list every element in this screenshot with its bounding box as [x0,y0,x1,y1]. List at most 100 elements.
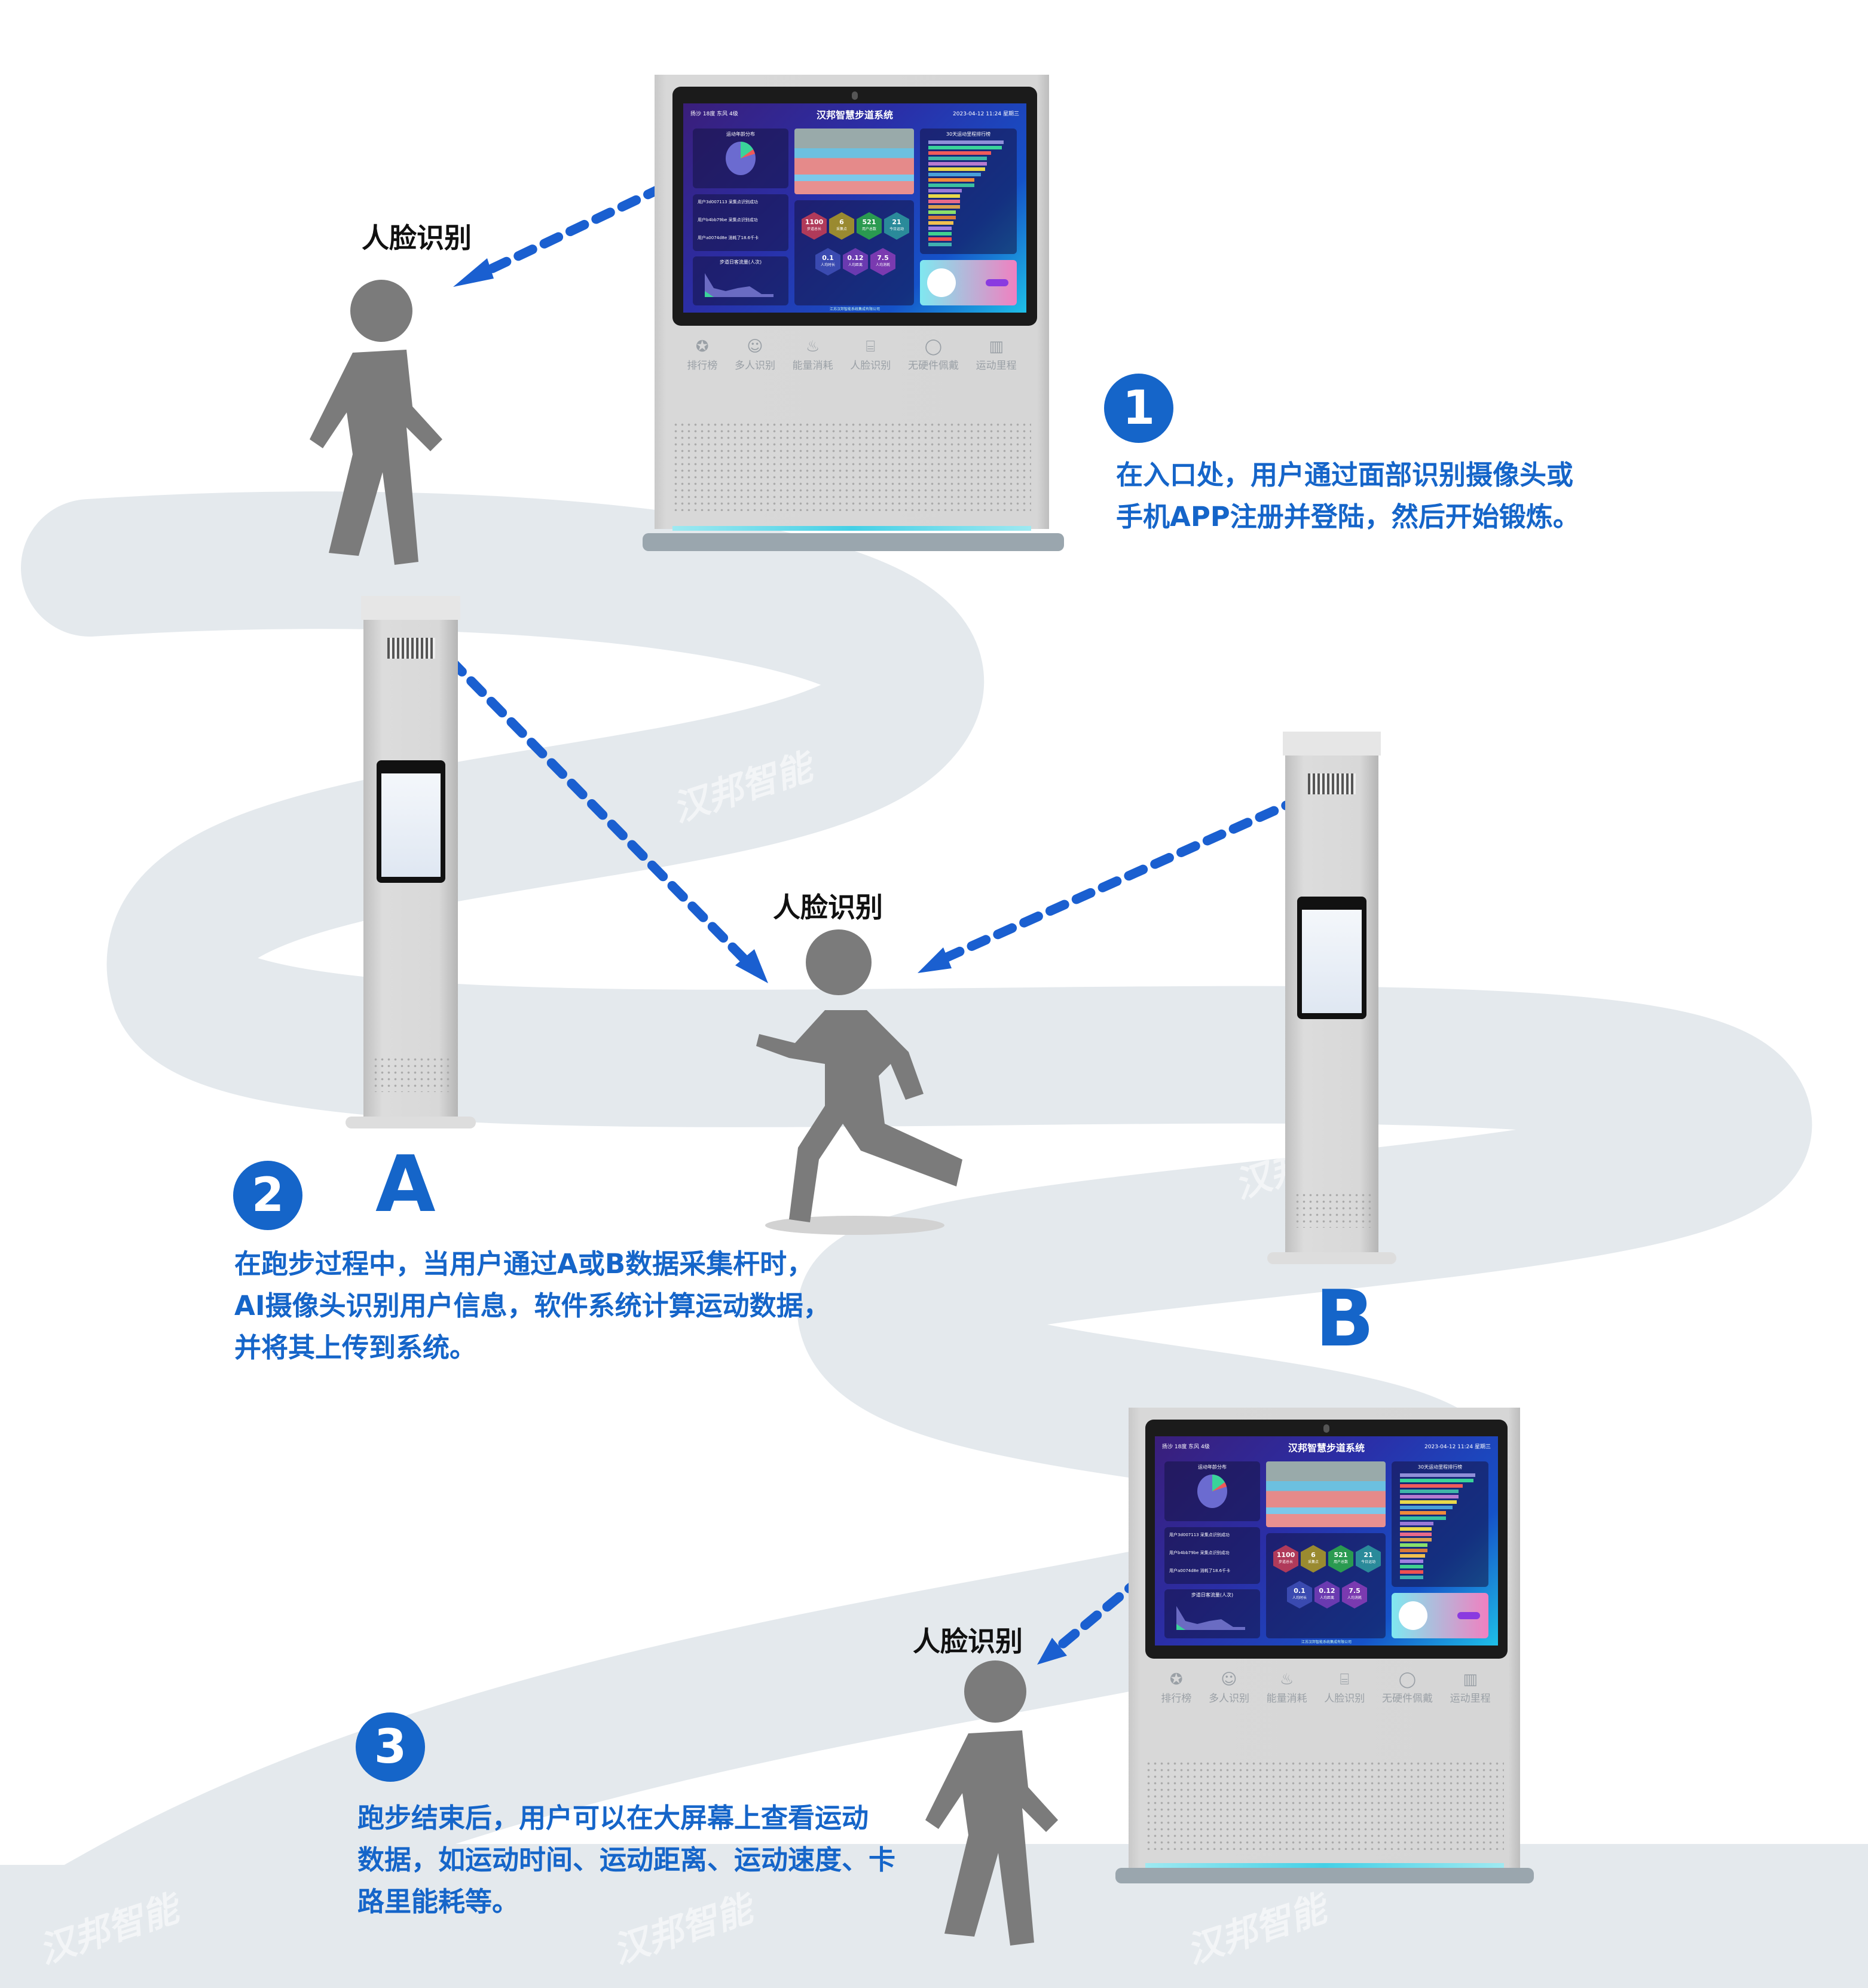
ranking-bar [928,210,956,214]
bar-chart-icon: ▥ [989,338,1004,356]
kiosk-bezel: 扬沙 18度 东风 4级 汉邦智慧步道系统 2023-04-12 11:24 星… [1145,1420,1508,1659]
live-camera-feed[interactable] [794,129,914,194]
ranking-bar [1400,1565,1423,1568]
text-line: 数据，如运动时间、运动距离、运动速度、卡 [357,1844,896,1876]
stat-label: 人均时长 [820,263,835,267]
kiosk-screen[interactable]: 扬沙 18度 东风 4级 汉邦智慧步道系统 2023-04-12 11:24 星… [1155,1436,1498,1646]
kiosk-nav-item[interactable]: ✪排行榜 [1161,1671,1191,1705]
stat-value: 7.5 [877,254,889,262]
traffic-area-chart [1176,1606,1245,1630]
kiosk-base [1115,1868,1534,1883]
award-icon: ✪ [695,338,709,356]
stat-label: 人均消耗 [1347,1596,1362,1600]
kiosk-nav-item[interactable]: ♨能量消耗 [1267,1671,1307,1705]
ranking-bar [1400,1473,1475,1477]
person-running-icon [756,929,962,1222]
stat-label: 步道总长 [806,227,821,231]
stat-value: 7.5 [1349,1587,1361,1595]
kiosk-nav-item[interactable]: ◯无硬件佩戴 [1382,1671,1433,1705]
ranking-bar [1400,1484,1463,1488]
feed-item: 用户3d007113 采集点识别成功 [698,200,758,204]
band-icon: ◯ [1398,1671,1416,1689]
kiosk-nav-item[interactable]: ◯无硬件佩戴 [908,338,959,372]
ranking-bar [928,205,960,209]
speaker-grille [1145,1760,1504,1850]
ranking-bar [928,237,952,241]
screen-header: 扬沙 18度 东风 4级 汉邦智慧步道系统 2023-04-12 11:24 星… [683,103,1026,125]
text-line: 在跑步过程中，当用户通过A或B数据采集杆时， [234,1248,814,1280]
step-3-description: 跑步结束后，用户可以在大屏幕上查看运动 数据，如运动时间、运动距离、运动速度、卡… [357,1797,895,1923]
ranking-bar [1400,1559,1423,1563]
camera-icon [387,638,435,659]
ranking-bar [928,173,981,176]
bar-chart-icon: ▥ [1463,1671,1478,1689]
step-1-badge: 1 [1104,374,1173,443]
ranking-bar [928,183,974,187]
stat-value: 6 [839,218,844,226]
face-recognition-label: 人脸识别 [773,891,883,923]
kiosk-screen[interactable]: 扬沙 18度 东风 4级 汉邦智慧步道系统 2023-04-12 11:24 星… [683,103,1026,313]
ranking-bar [1400,1506,1453,1509]
face-recognition-label: 人脸识别 [913,1625,1023,1657]
qr-code-panel[interactable] [920,260,1017,305]
pole-screen[interactable] [377,760,445,883]
ranking-bar [1400,1538,1432,1542]
ranking-bar [1400,1522,1433,1525]
speaker-grille [372,1056,450,1092]
learn-more-button[interactable] [986,279,1008,286]
stat-label: 用户总数 [1333,1560,1348,1564]
text-line: 跑步结束后，用户可以在大屏幕上查看运动 [357,1802,869,1834]
ranking-bar [928,151,991,155]
ranking-bar [928,162,987,166]
ranking-bar [1400,1511,1446,1515]
ranking-bar [1400,1554,1425,1558]
pole-screen[interactable] [1297,897,1366,1019]
flame-icon: ♨ [1279,1671,1294,1689]
ranking-bar [1400,1549,1427,1552]
kiosk-nav-item[interactable]: ♨能量消耗 [793,338,833,372]
age-distribution-panel: 运动年龄分布 [693,129,788,188]
kiosk-nav-item[interactable]: ☺多人识别 [735,338,775,372]
ranking-bar [1400,1500,1457,1504]
ranking-bar [928,243,952,246]
stat-value: 21 [1363,1551,1373,1559]
qr-code-panel[interactable] [1392,1593,1488,1638]
step-3-badge: 3 [356,1712,425,1782]
stat-label: 用户总数 [861,227,876,231]
kiosk-nav-item[interactable]: ⌸人脸识别 [1324,1671,1365,1705]
camera-icon [1308,773,1356,794]
kiosk-nav-item[interactable]: ✪排行榜 [687,338,717,372]
kiosk-nav-label: 多人识别 [734,360,775,372]
kiosk-nav-item[interactable]: ▥ 运动里程 [976,338,1017,372]
kiosk-nav-item[interactable]: ▥运动里程 [1450,1671,1491,1705]
ranking-bar [928,167,985,171]
speaker-grille [672,421,1031,511]
screen-footer: 江苏汉邦智能系统集成有限公司 [829,307,880,311]
kiosk-nav-label: 运动里程 [976,360,1017,372]
stat-value: 0.1 [1294,1587,1306,1595]
award-icon: ✪ [1169,1671,1183,1689]
screen-header: 扬沙 18度 东风 4级 汉邦智慧步道系统 2023-04-12 11:24 星… [1155,1436,1498,1458]
traffic-panel: 步道日客流量(人次) [1164,1589,1260,1638]
recognition-feed-panel: 用户3d007113 采集点识别成功用户b4bb79be 采集点识别成功用户a0… [693,194,788,251]
ranking-bar [928,146,1002,149]
stat-value: 521 [862,218,876,226]
screen-title: 汉邦智慧步道系统 [1288,1442,1365,1454]
scan-line-3 [931,794,1305,967]
kiosk-nav-item[interactable]: ☺多人识别 [1209,1671,1249,1705]
stat-value: 0.12 [847,254,864,262]
kiosk-nav-item[interactable]: ⌸人脸识别 [850,338,891,372]
person-standing-icon [310,280,442,565]
ranking-bar [1400,1479,1473,1482]
learn-more-button[interactable] [1457,1612,1480,1619]
live-camera-feed[interactable] [1266,1461,1386,1527]
stat-value: 1100 [1276,1551,1295,1559]
kiosk-nav-label: 人脸识别 [1324,1693,1365,1705]
